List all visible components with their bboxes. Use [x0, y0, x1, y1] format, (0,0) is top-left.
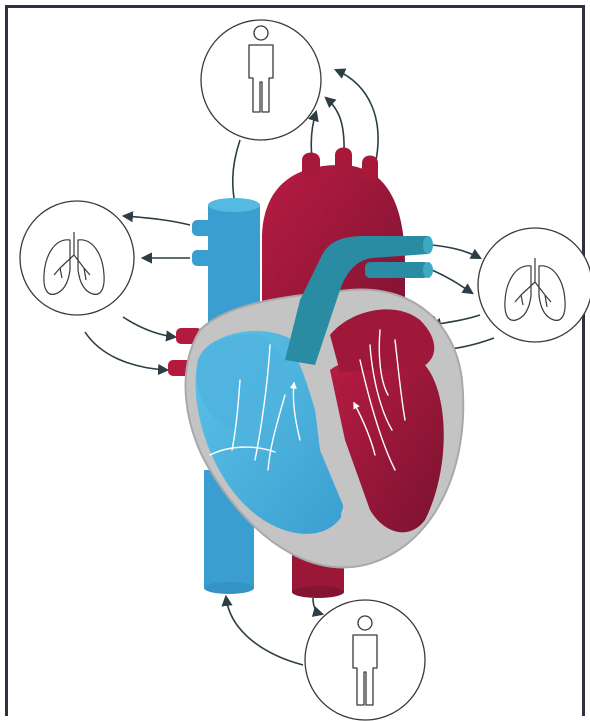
arrow-left-lung-to-pv-b — [85, 332, 167, 370]
svc-opening — [208, 198, 260, 212]
arrow-pa-to-right-lung-a — [432, 245, 480, 258]
body-icon-bottom — [305, 600, 425, 720]
lungs-icon-right — [478, 228, 590, 342]
arrow-ivc-from-body — [226, 597, 303, 665]
arrow-aorta-to-body-bottom — [313, 598, 322, 614]
arrow-pa-to-right-lung-b — [432, 270, 472, 293]
arrow-aorta-to-body-c — [311, 112, 316, 158]
body-icon-top — [201, 20, 321, 140]
arrow-aorta-to-body-b — [326, 98, 344, 155]
arrow-left-lung-to-pv-a — [123, 317, 175, 337]
arrow-pa-to-left-lung-a — [124, 216, 190, 225]
lungs-icon-left — [20, 201, 134, 315]
